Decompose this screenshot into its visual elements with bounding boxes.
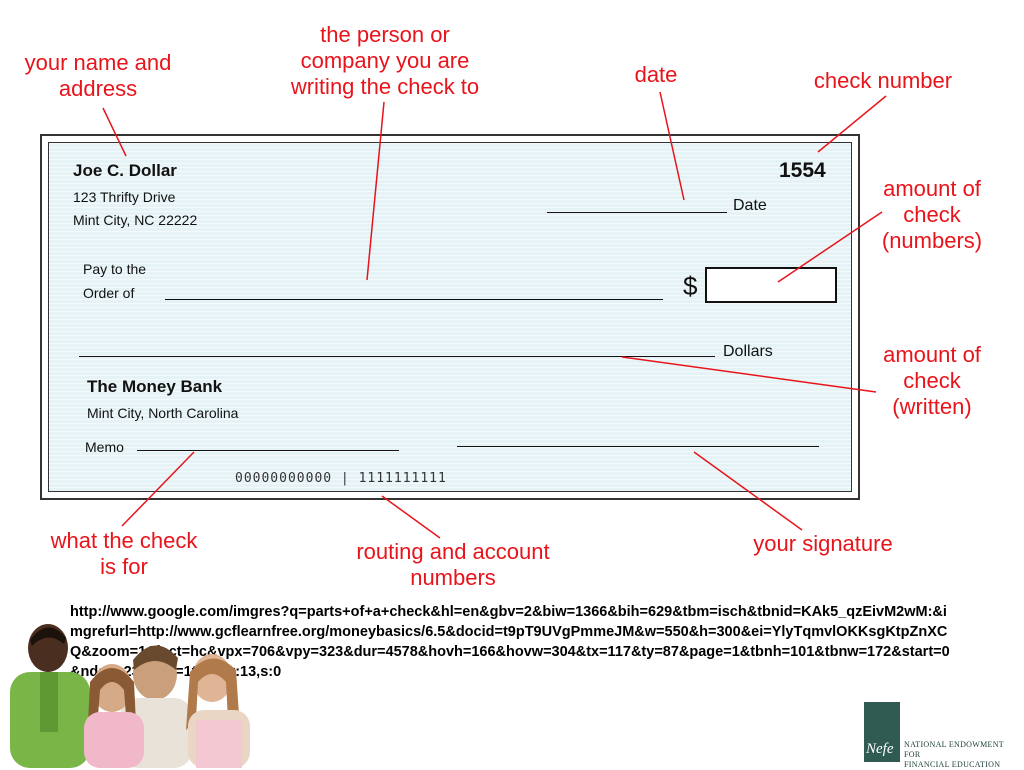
check: Joe C. Dollar 123 Thrifty Drive Mint Cit… [40, 134, 860, 500]
amount-written-line [79, 356, 715, 357]
check-face: Joe C. Dollar 123 Thrifty Drive Mint Cit… [48, 142, 852, 492]
pay-to-label-line-1: Pay to the [83, 261, 147, 277]
leader-routing [381, 495, 441, 539]
students-photo [10, 624, 250, 768]
address-line-2: Mint City, NC 22222 [73, 212, 198, 228]
address-line-1: 123 Thrifty Drive [73, 189, 176, 205]
callout-payee: the person or company you are writing th… [290, 22, 480, 99]
dollars-label: Dollars [723, 343, 773, 360]
signature-line [457, 446, 819, 447]
source-url: http://www.google.com/imgres?q=parts+of+… [70, 604, 950, 680]
bank-name: The Money Bank [87, 377, 223, 396]
callout-amount-numbers: amount of check (numbers) [881, 176, 983, 253]
amount-numbers-box [705, 267, 837, 303]
dollar-sign: $ [683, 271, 698, 301]
callout-signature: your signature [753, 531, 893, 556]
date-line [547, 212, 727, 213]
account-holder-name: Joe C. Dollar [73, 161, 177, 180]
callout-name-address: your name and address [24, 50, 172, 101]
logo-mark: Nefe [864, 702, 900, 762]
memo-label: Memo [85, 439, 124, 455]
payee-line [165, 299, 663, 300]
date-label: Date [733, 197, 767, 214]
nefe-logo: Nefe NATIONAL ENDOWMENT FOR FINANCIAL ED… [862, 700, 1020, 769]
callout-amount-written: amount of check (written) [883, 342, 981, 419]
memo-line [137, 450, 399, 451]
callout-memo: what the check is for [50, 528, 198, 579]
callout-date: date [634, 62, 678, 87]
bank-location: Mint City, North Carolina [87, 405, 239, 421]
pay-to-label-line-2: Order of [83, 285, 135, 301]
callout-routing: routing and account numbers [356, 539, 550, 590]
routing-account-numbers: 00000000000 | 1111111111 [235, 471, 447, 486]
logo-text: NATIONAL ENDOWMENT FOR FINANCIAL EDUCATI… [904, 740, 1004, 769]
check-number: 1554 [779, 159, 826, 182]
callout-check-number: check number [813, 68, 953, 93]
